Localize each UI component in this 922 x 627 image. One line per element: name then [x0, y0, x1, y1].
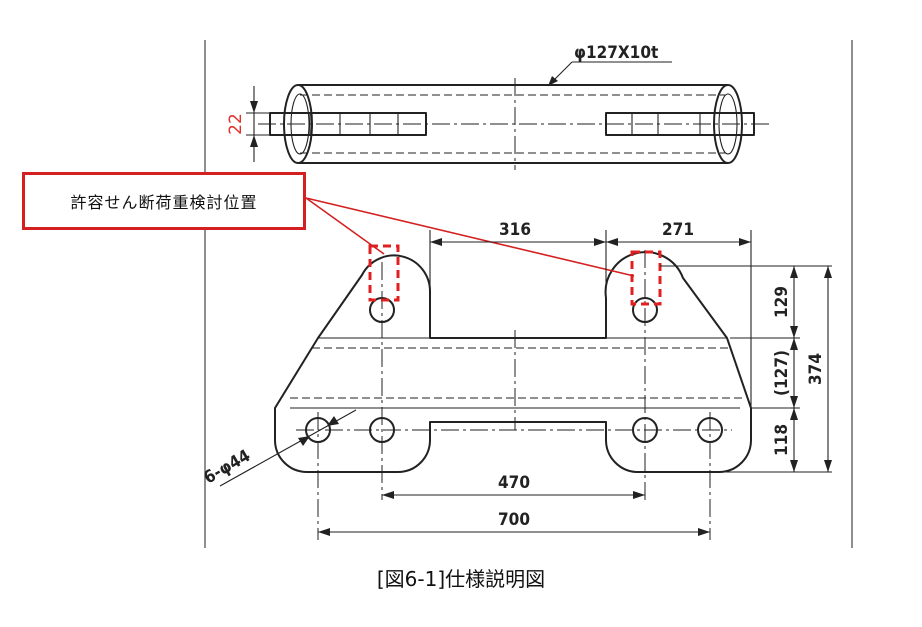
overall-width-dimension	[318, 528, 710, 536]
figure-caption: [図6-1]仕様説明図	[376, 567, 546, 591]
thickness-dimension	[246, 86, 270, 162]
callout-leader-right	[305, 197, 635, 277]
top-height-label: 129	[772, 286, 792, 318]
callout-box: 許容せん断荷重検討位置	[22, 172, 306, 230]
shear-check-mark-right	[630, 250, 662, 306]
vertical-dimensions	[660, 265, 832, 473]
upper-spacing-dimension	[429, 230, 606, 300]
overall-width-label: 700	[498, 510, 530, 530]
lower-spacing-dimension	[382, 491, 645, 499]
right-lug-dimension	[605, 230, 752, 408]
pipe-spec-label: φ127X10t	[574, 43, 658, 63]
shear-check-mark-left	[368, 244, 400, 302]
pipe-spec-leader	[547, 61, 672, 87]
thickness-label: 22	[226, 113, 246, 135]
right-lug-label: 271	[662, 220, 694, 240]
upper-spacing-label: 316	[499, 220, 531, 240]
pipe-top-view	[258, 78, 770, 170]
middle-height-label: (127)	[772, 350, 792, 396]
bracket-front-view	[274, 250, 752, 540]
lower-spacing-label: 470	[498, 473, 530, 493]
callout-leader-left	[305, 197, 385, 255]
total-height-label: 374	[806, 353, 826, 385]
bottom-height-label: 118	[772, 424, 792, 456]
callout-text: 許容せん断荷重検討位置	[70, 193, 258, 212]
hole-spec-leader	[219, 409, 357, 487]
